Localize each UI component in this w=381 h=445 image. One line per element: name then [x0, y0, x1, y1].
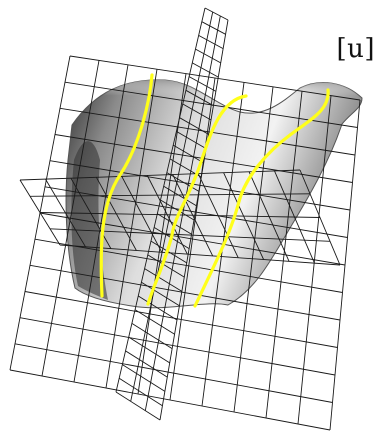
sagittal-grid-h-line-1 — [201, 21, 226, 35]
coronal-grid-h-line-6 — [39, 212, 346, 266]
axial-grid-h-line-4 — [59, 244, 341, 266]
sagittal-grid-h-line-25 — [125, 350, 168, 378]
sagittal-grid-h-line-12 — [166, 172, 200, 192]
sagittal-grid-h-line-19 — [144, 268, 183, 292]
sagittal-grid-h-line-21 — [138, 295, 178, 321]
axial-grid-plane — [19, 169, 341, 266]
axial-grid-h-line-3 — [49, 228, 331, 242]
sagittal-grid-h-line-9 — [176, 131, 207, 149]
sagittal-grid-h-line-5 — [188, 76, 217, 92]
sagittal-grid-h-line-17 — [150, 240, 187, 264]
coronal-grid-h-line-5 — [44, 186, 348, 238]
coronal-grid-h-line-8 — [29, 264, 341, 321]
sagittal-grid-h-line-10 — [172, 144, 204, 164]
sagittal-grid-h-line-20 — [141, 281, 180, 307]
sagittal-grid-h-line-6 — [185, 89, 214, 107]
sagittal-grid-h-line-14 — [160, 199, 195, 221]
sagittal-grid-h-line-8 — [179, 117, 209, 135]
coronal-grid-h-line-12 — [9, 369, 331, 431]
sagittal-grid-h-line-13 — [163, 185, 197, 207]
coronal-grid-h-line-9 — [24, 291, 338, 348]
contour-curve-1 — [99, 73, 154, 298]
sagittal-grid-h-line-18 — [147, 254, 185, 278]
sagittal-grid-h-line-28 — [115, 391, 161, 421]
contour-curve-2 — [146, 94, 248, 306]
axial-grid-h-line-1 — [29, 193, 311, 197]
coronal-grid-h-line-11 — [14, 343, 333, 403]
coronal-grid-h-line-10 — [19, 317, 336, 376]
coronal-grid-h-line-0 — [69, 55, 361, 101]
sagittal-grid-h-line-2 — [198, 35, 224, 49]
contour-curve-3 — [193, 88, 330, 308]
sagittal-grid-h-line-24 — [128, 336, 170, 364]
sagittal-grid-h-line-22 — [134, 309, 175, 335]
sagittal-grid-h-line-23 — [131, 323, 173, 349]
coronal-grid-h-line-2 — [59, 107, 356, 156]
sagittal-grid-h-line-26 — [122, 364, 166, 392]
sagittal-grid-h-line-27 — [118, 377, 163, 407]
sagittal-grid-plane — [115, 7, 229, 421]
sagittal-grid-h-line-0 — [204, 7, 229, 21]
sagittal-grid-h-line-4 — [192, 62, 219, 78]
vowel-label: [u] — [336, 34, 375, 64]
coronal-grid-h-line-7 — [34, 238, 343, 293]
yellow-contour-curves — [99, 73, 330, 308]
sagittal-grid-h-line-3 — [195, 48, 221, 64]
sagittal-grid-h-line-7 — [182, 103, 212, 121]
